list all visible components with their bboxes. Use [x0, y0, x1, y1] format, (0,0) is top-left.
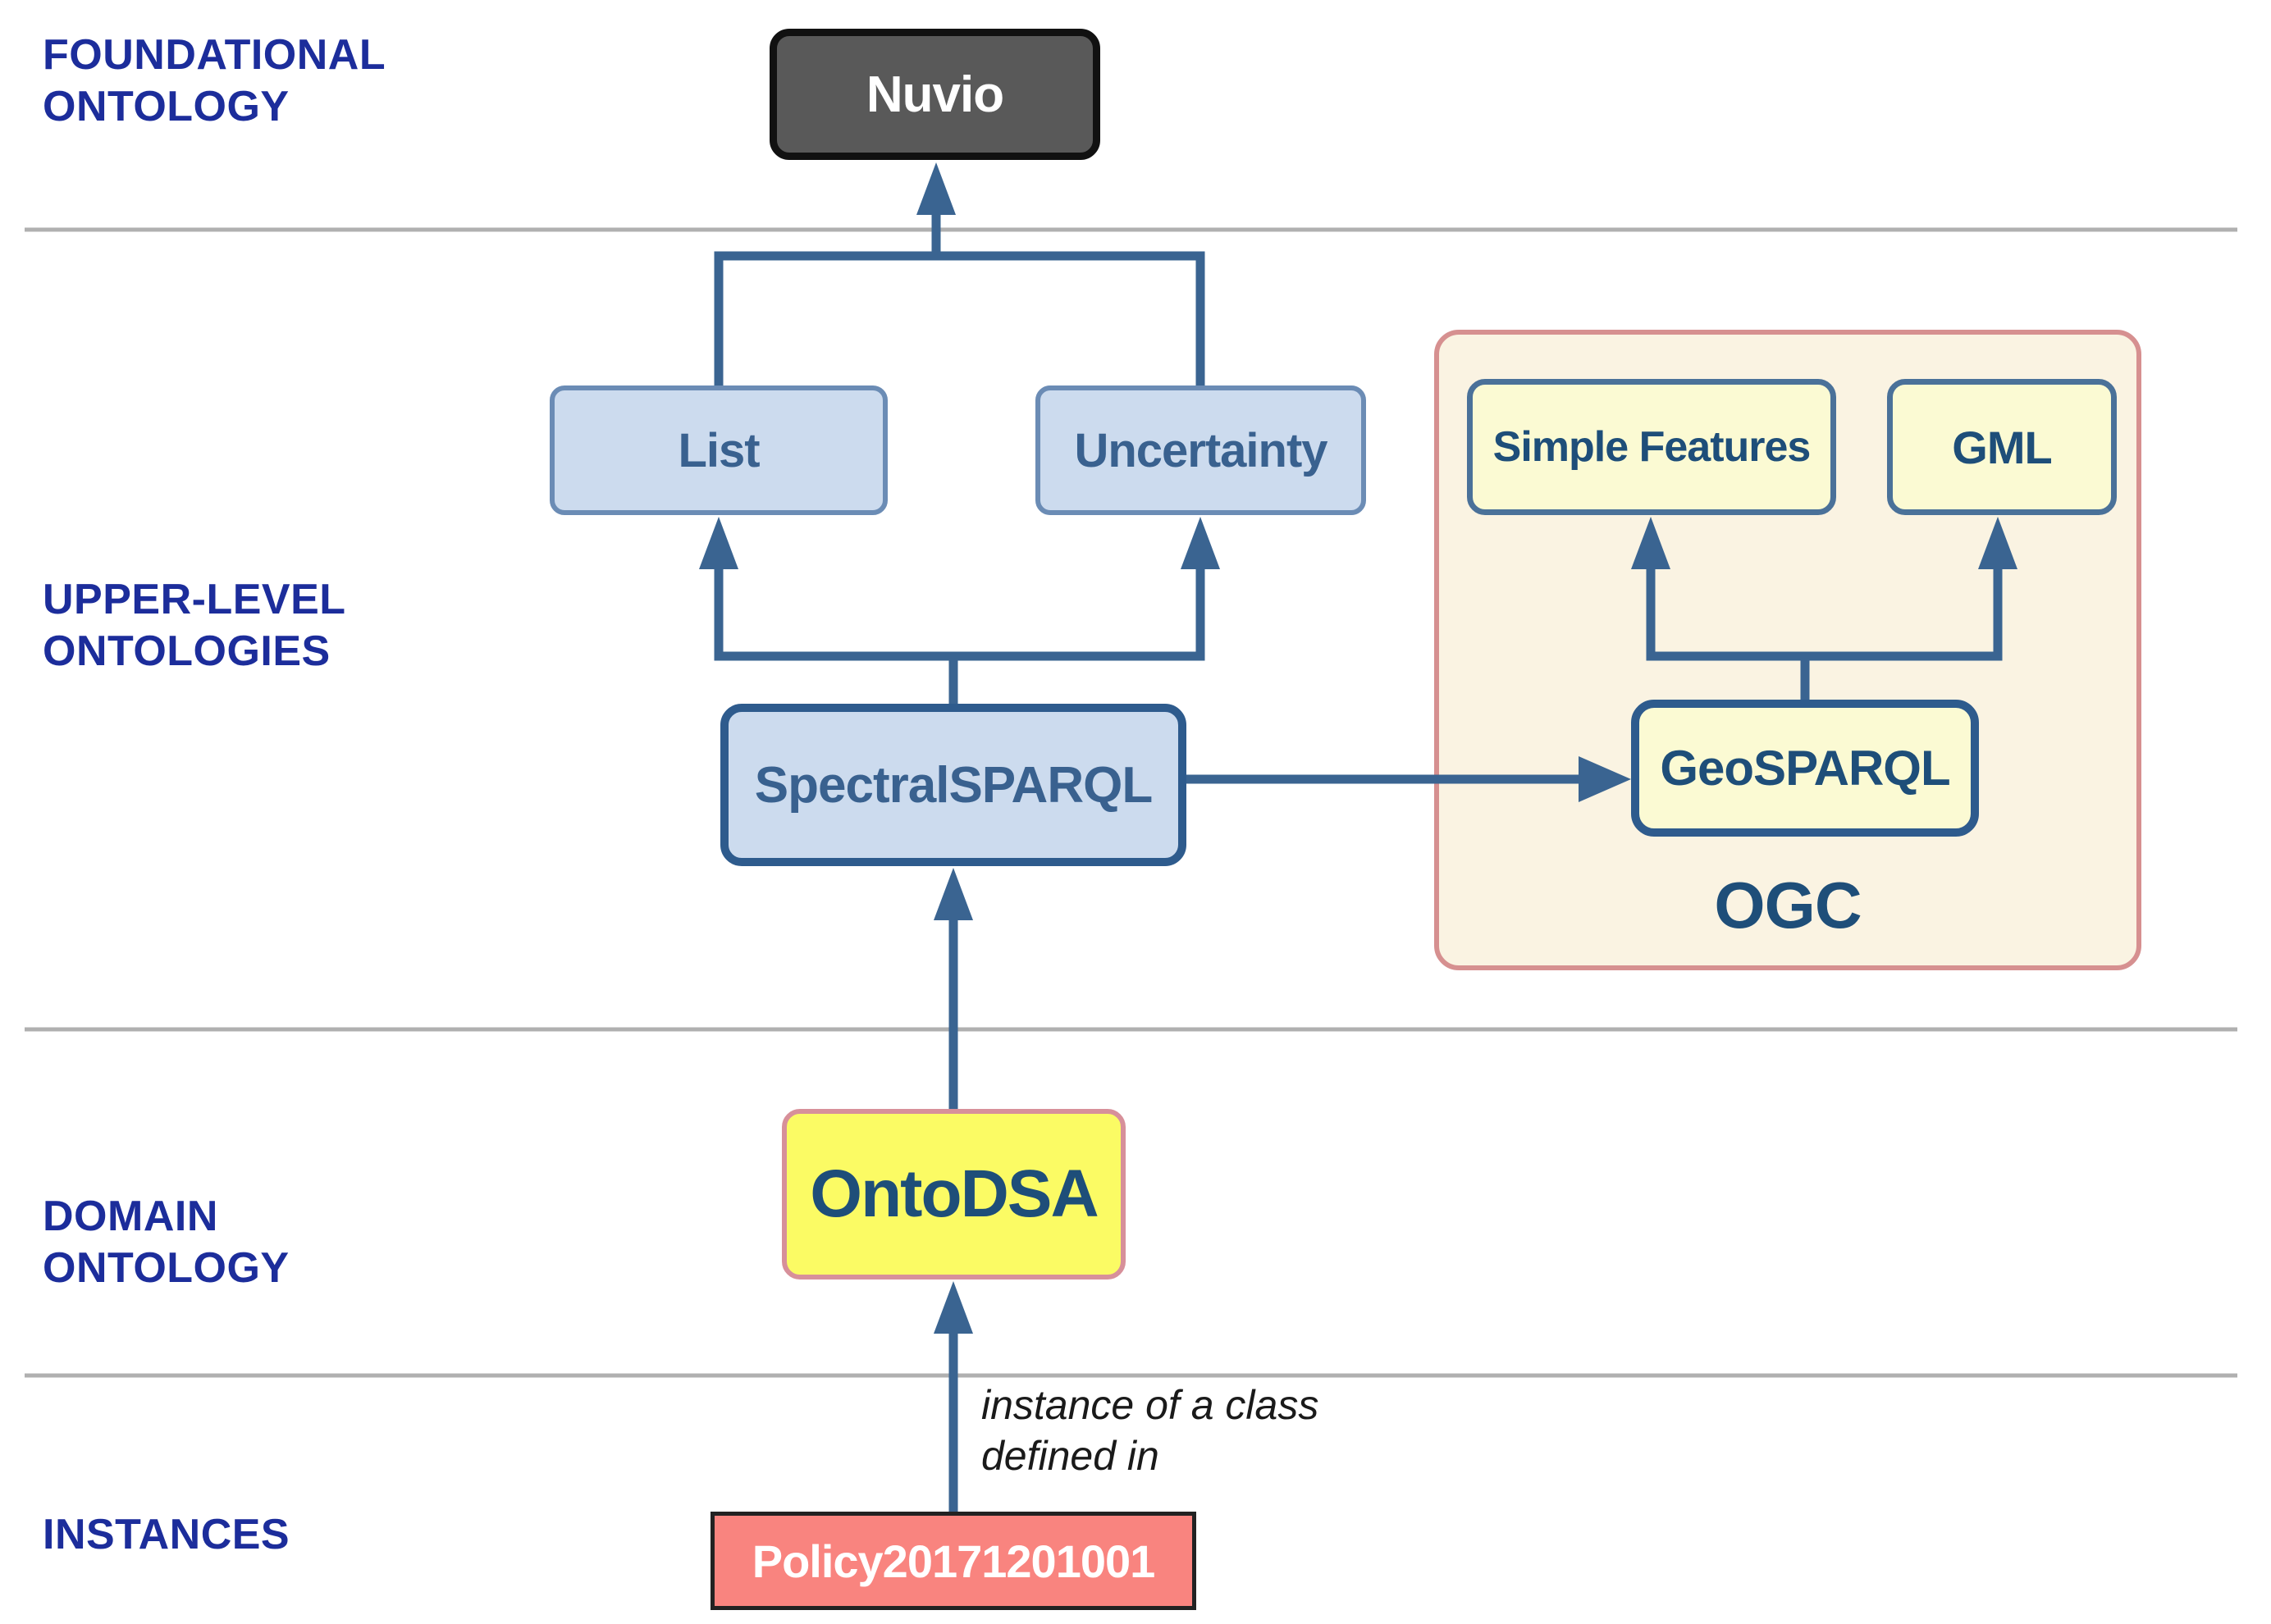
node-gml: GML: [1887, 379, 2117, 515]
node-simple-features: Simple Features: [1467, 379, 1836, 515]
arrowhead-to-gml: [1978, 517, 2017, 569]
edge-note-instance-of: instance of a class defined in: [981, 1382, 1319, 1479]
label-instances: INSTANCES: [43, 1511, 290, 1558]
node-list: List: [550, 385, 888, 515]
node-nuvio: Nuvio: [770, 29, 1100, 160]
node-spectralsparql: SpectralSPARQL: [720, 704, 1186, 866]
ogc-group-title: OGC: [1714, 869, 1862, 942]
label-foundational-ontology: FOUNDATIONAL ONTOLOGY: [43, 31, 386, 131]
edge-spectralsparql-bus: [714, 564, 1205, 661]
label-domain-ontology: DOMAIN ONTOLOGY: [43, 1193, 290, 1293]
arrowhead-to-simple-features: [1631, 517, 1670, 569]
node-uncertainty: Uncertainty: [1035, 385, 1366, 515]
edge-geosparql-bus: [1646, 564, 2003, 661]
label-upper-level-ontologies: UPPER-LEVEL ONTOLOGIES: [43, 576, 346, 676]
arrowhead-to-uncertainty: [1181, 517, 1220, 569]
arrowhead-to-ontodsa: [934, 1281, 973, 1334]
node-policy-instance: Policy20171201001: [711, 1512, 1196, 1610]
arrowhead-to-geosparql: [1579, 756, 1631, 802]
node-geosparql: GeoSPARQL: [1631, 700, 1979, 837]
edge-list-uncertainty-bus: [714, 251, 1205, 385]
node-ontodsa: OntoDSA: [782, 1109, 1126, 1280]
arrowhead-to-nuvio: [916, 162, 956, 215]
arrowhead-to-list: [699, 517, 738, 569]
arrowhead-to-spectralsparql: [934, 868, 973, 920]
